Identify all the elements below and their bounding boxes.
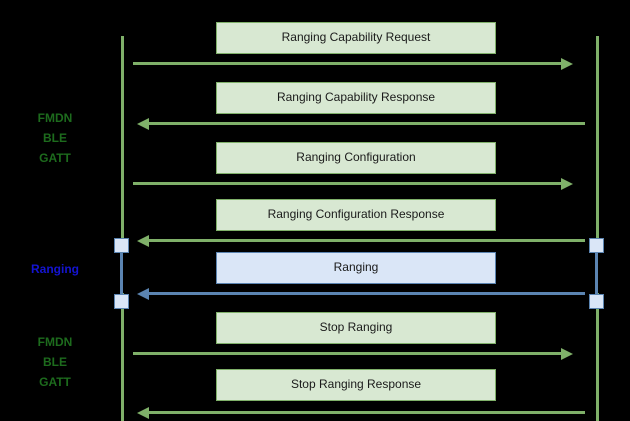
message-arrow-head-ranging-capability-request	[561, 57, 573, 70]
message-arrow-head-stop-ranging-response	[137, 406, 149, 419]
phase-label-fmdn-ble-gatt-top: FMDN BLE GATT	[37, 111, 73, 165]
message-box-ranging-capability-request: Ranging Capability Request	[216, 22, 496, 54]
left-lifeline	[121, 36, 124, 245]
message-box-ranging-configuration: Ranging Configuration	[216, 142, 496, 174]
message-arrow-head-ranging-configuration-response	[137, 234, 149, 247]
message-arrow-head-ranging-capability-response	[137, 117, 149, 130]
right-activation-start	[589, 238, 604, 253]
right-activation-end	[589, 294, 604, 309]
message-arrow-line-stop-ranging	[133, 352, 561, 355]
left-activation-end	[114, 294, 129, 309]
message-box-ranging: Ranging	[216, 252, 496, 284]
message-arrow-line-ranging-capability-request	[133, 62, 561, 65]
phase-label-fmdn-ble-gatt-bottom: FMDN BLE GATT	[37, 335, 73, 389]
left-lifeline-lower	[121, 293, 124, 421]
message-box-ranging-capability-response: Ranging Capability Response	[216, 82, 496, 114]
right-activation-link	[595, 250, 598, 302]
left-activation-link	[120, 250, 123, 302]
left-activation-start	[114, 238, 129, 253]
right-lifeline-lower	[596, 293, 599, 421]
message-arrow-line-ranging	[149, 292, 585, 295]
message-arrow-line-ranging-configuration-response	[149, 239, 585, 242]
message-box-stop-ranging: Stop Ranging	[216, 312, 496, 344]
phase-label-ranging: Ranging	[31, 262, 79, 276]
message-arrow-head-ranging-configuration	[561, 177, 573, 190]
message-arrow-line-ranging-configuration	[133, 182, 561, 185]
message-box-ranging-configuration-response: Ranging Configuration Response	[216, 199, 496, 231]
message-arrow-line-stop-ranging-response	[149, 411, 585, 414]
message-arrow-line-ranging-capability-response	[149, 122, 585, 125]
message-arrow-head-ranging	[137, 287, 149, 300]
message-box-stop-ranging-response: Stop Ranging Response	[216, 369, 496, 401]
message-arrow-head-stop-ranging	[561, 347, 573, 360]
right-lifeline	[596, 36, 599, 245]
